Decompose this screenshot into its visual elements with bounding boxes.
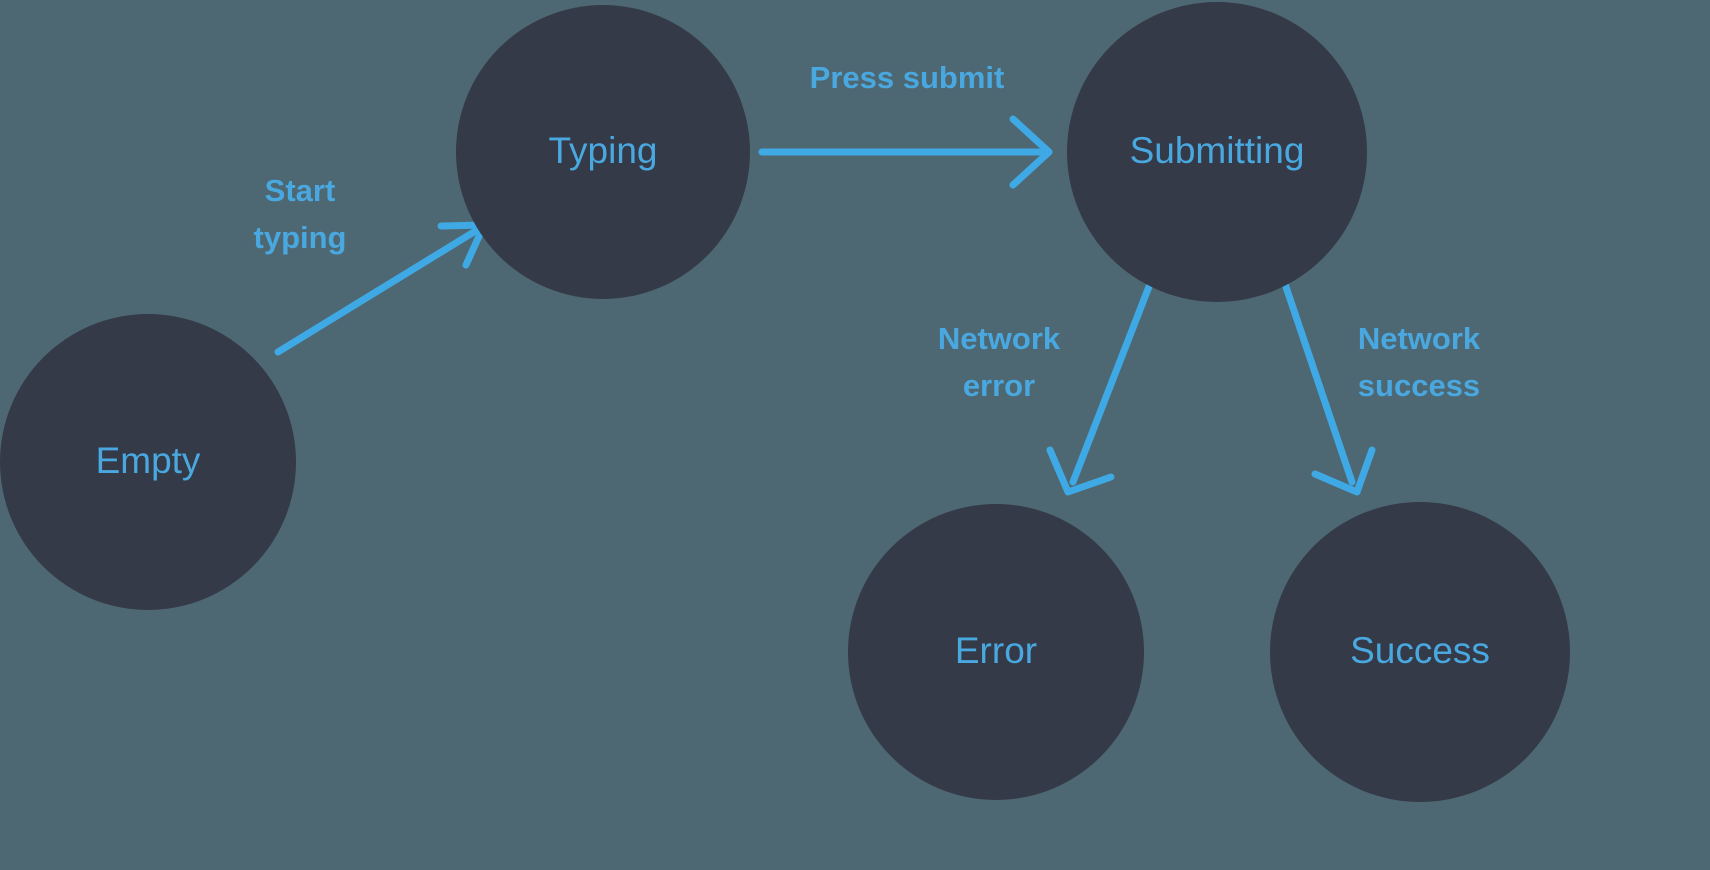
node-circle-typing[interactable] — [456, 5, 750, 299]
edge-label-line-1: Start — [265, 173, 336, 208]
node-label-empty: Empty — [96, 440, 201, 481]
node-circle-submitting[interactable] — [1067, 2, 1367, 302]
edge-label-line-2: typing — [254, 220, 347, 255]
node-submitting[interactable]: Submitting — [1067, 2, 1367, 302]
edge-label-network-success: Network success — [1358, 321, 1481, 403]
node-circle-empty[interactable] — [0, 314, 296, 610]
edge-label-line-2: error — [963, 368, 1035, 403]
edge-line-network-success — [1281, 280, 1356, 486]
node-label-typing: Typing — [548, 130, 657, 171]
edge-label-line-1: Network — [938, 321, 1061, 356]
arrowhead-press-submit — [1009, 115, 1053, 189]
edge-label-press-submit: Press submit — [810, 60, 1005, 95]
node-error[interactable]: Error — [848, 504, 1144, 800]
arrowhead-network-success — [1311, 446, 1376, 496]
node-empty[interactable]: Empty — [0, 314, 296, 610]
edge-submitting-to-error — [1046, 280, 1154, 496]
node-circle-success[interactable] — [1270, 502, 1570, 802]
edge-label-line-2: success — [1358, 368, 1480, 403]
node-label-success: Success — [1350, 630, 1490, 671]
edge-label-line-1: Press submit — [810, 60, 1005, 95]
node-circle-error[interactable] — [848, 504, 1144, 800]
edge-typing-to-submitting — [758, 115, 1053, 189]
node-label-submitting: Submitting — [1130, 130, 1305, 171]
edge-line-start-typing — [274, 223, 486, 356]
edge-label-line-1: Network — [1358, 321, 1481, 356]
edge-submitting-to-success — [1281, 280, 1376, 496]
edge-line-network-error — [1069, 280, 1154, 486]
edge-label-network-error: Network error — [938, 321, 1061, 403]
node-typing[interactable]: Typing — [456, 5, 750, 299]
node-label-error: Error — [955, 630, 1037, 671]
arrowhead-network-error — [1046, 446, 1115, 496]
edge-label-start-typing: Start typing — [254, 173, 347, 255]
node-success[interactable]: Success — [1270, 502, 1570, 802]
